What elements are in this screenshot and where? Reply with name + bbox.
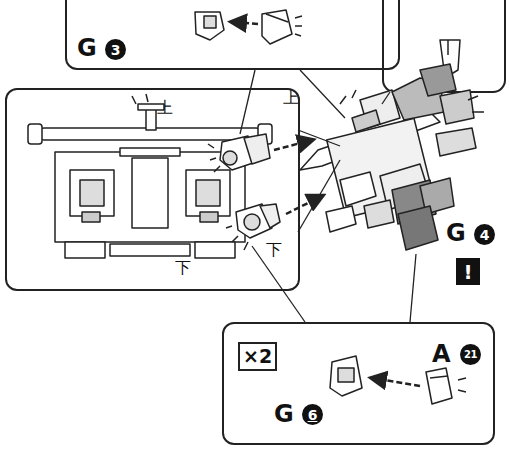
part-runner-letter: G bbox=[274, 402, 294, 426]
orientation-mark: 上 bbox=[283, 90, 299, 106]
part-runner-letter: G bbox=[446, 221, 466, 245]
part-number: 6 bbox=[302, 404, 323, 425]
callout-box: ×2G6 A 21 bbox=[222, 322, 495, 445]
orientation-mark: 下 bbox=[175, 260, 191, 276]
quantity-mark: ×2 bbox=[238, 342, 277, 371]
part-runner-letter: G bbox=[77, 36, 97, 60]
orientation-mark: 下 bbox=[266, 242, 282, 258]
part-number: 3 bbox=[105, 39, 126, 60]
callout-box: G3 bbox=[65, 0, 400, 70]
callout-box: 上下 bbox=[5, 88, 300, 291]
caution-mark: ! bbox=[456, 258, 480, 285]
part-runner-letter: A bbox=[432, 342, 451, 366]
part-number: 4 bbox=[474, 224, 495, 245]
part-number: 21 bbox=[460, 344, 481, 365]
orientation-mark: 上 bbox=[157, 100, 173, 116]
